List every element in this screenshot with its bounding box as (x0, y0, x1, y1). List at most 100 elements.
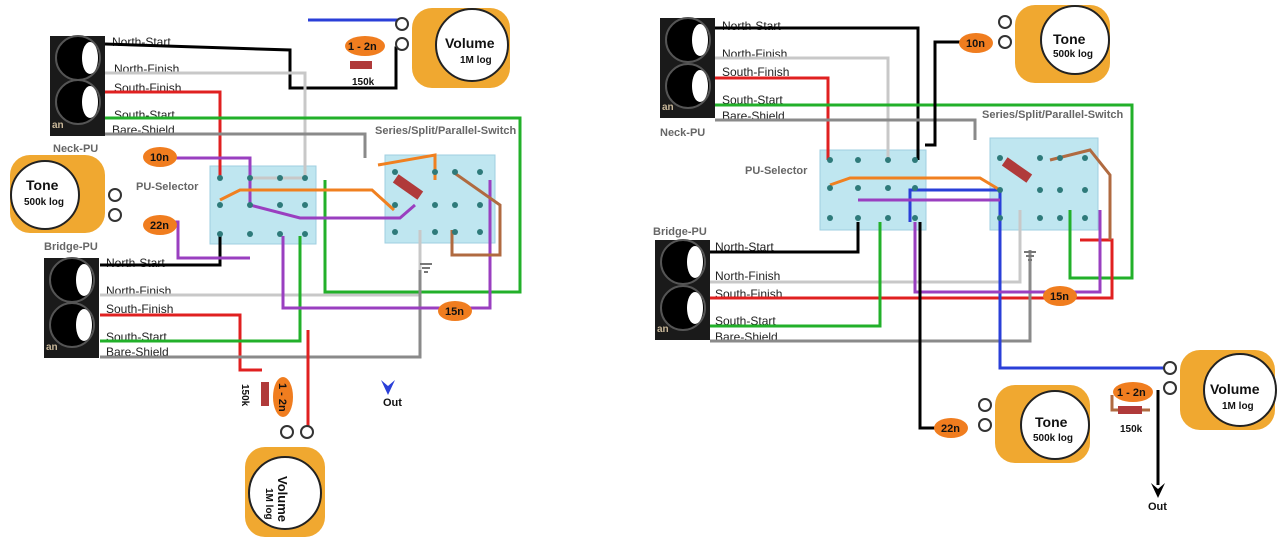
series-split-parallel-switch (384, 154, 496, 244)
cap-1-2n (273, 377, 293, 417)
wire-label: South-Start (114, 108, 175, 122)
pu-selector-label: PU-Selector (745, 165, 808, 177)
left-neck-pickup: an (50, 35, 105, 136)
coil-highlight (82, 86, 98, 118)
coil-highlight (76, 309, 92, 341)
pot-value: 500k log (1053, 49, 1093, 60)
wire-bare-shield (105, 132, 367, 158)
wire-label: South-Finish (106, 302, 173, 316)
pot-knob (1040, 5, 1110, 75)
cap-15n: 15n (1043, 286, 1077, 306)
cap-label: 10n (966, 38, 985, 50)
lug-icon (280, 425, 294, 439)
cap-label: 22n (150, 220, 169, 232)
pot-name: Tone (1035, 414, 1068, 430)
right-switch-lugs (827, 155, 1088, 221)
cap-22n: 22n (934, 418, 968, 438)
resistor-icon (350, 61, 372, 69)
coil-highlight (76, 264, 92, 296)
out-label: Out (1148, 501, 1167, 513)
wire-bridge-south-finish (710, 238, 1114, 300)
left-diagram: an North-Start North-Finish South-Finish… (10, 8, 522, 537)
wire-bridge-south-start (710, 222, 882, 328)
wire-label: North-Start (106, 256, 165, 270)
pot-name: Tone (26, 177, 59, 193)
pot-value: 500k log (24, 197, 64, 208)
neck-pu-label: Neck-PU (53, 143, 98, 155)
lug-icon (1163, 361, 1177, 375)
wire-bridge-bare (710, 250, 1032, 343)
lug-icon (395, 37, 409, 51)
switch-label: Series/Split/Parallel-Switch (982, 109, 1124, 121)
cap-10n: 10n (143, 147, 177, 167)
lug-icon (978, 398, 992, 412)
switch-resistor-icon (1001, 157, 1033, 183)
pot-name: Volume (445, 35, 495, 51)
lug-icon (998, 35, 1012, 49)
cap-1-2n (1113, 382, 1153, 402)
wire-bridge-south-start (100, 236, 302, 343)
lug-icon (300, 425, 314, 439)
wire-tone-bottom (918, 222, 940, 430)
right-tone-pot-bottom: Tone 500k log (978, 385, 1090, 463)
left-volume-pot-top: Volume 1M log 1 - 2n 150k (345, 8, 510, 88)
wire-bridge-north-start (710, 222, 860, 254)
magnet-text: an (46, 342, 58, 353)
pu-selector-label: PU-Selector (136, 181, 199, 193)
pot-knob (1203, 353, 1277, 427)
cap-15n: 15n (438, 301, 472, 321)
pot-knob (248, 456, 322, 530)
pot-name: Volume (275, 476, 290, 522)
wire-south-finish (105, 90, 222, 178)
lug-icon (1163, 381, 1177, 395)
right-tone-pot-top: Tone 500k log (998, 5, 1110, 83)
wire-bridge-north-start (100, 236, 222, 267)
pot-value: 1M log (263, 488, 274, 520)
out-label: Out (383, 397, 402, 409)
wire-tone-black (925, 40, 960, 147)
coil-highlight (692, 70, 708, 102)
wire-brown (1049, 148, 1112, 240)
coil-highlight (687, 292, 703, 324)
wire-label: North-Finish (715, 269, 780, 283)
resistor-label: 150k (352, 77, 375, 88)
lug-icon (978, 418, 992, 432)
ground-icon (1024, 251, 1036, 261)
cap-1-2n (345, 36, 385, 56)
cap-label: 15n (445, 306, 464, 318)
wire-south-finish (715, 76, 830, 160)
cap-label: 1 - 2n (276, 383, 288, 412)
ground-icon (420, 263, 432, 273)
bridge-pu-label: Bridge-PU (653, 226, 707, 238)
coil-highlight (687, 246, 703, 278)
cap-label: 1 - 2n (1117, 387, 1146, 399)
magnet-text: an (657, 324, 669, 335)
left-tone-pot: Tone 500k log (10, 155, 122, 233)
switch-label: Series/Split/Parallel-Switch (375, 125, 517, 137)
wire-purple (150, 156, 416, 220)
resistor-icon (1118, 406, 1142, 414)
resistor-icon (261, 382, 269, 406)
lug-icon (108, 188, 122, 202)
wire-label: North-Start (722, 19, 781, 33)
pot-value: 500k log (1033, 433, 1073, 444)
left-volume-pot-bottom: Volume 1M log 1 - 2n 150k (239, 377, 325, 537)
wire-brown (450, 170, 502, 257)
cap-label: 22n (941, 423, 960, 435)
magnet-text: an (52, 120, 64, 131)
coil-highlight (82, 42, 98, 74)
lug-icon (108, 208, 122, 222)
pot-knob (435, 8, 509, 82)
cap-10n: 10n (959, 33, 993, 53)
wire-purple-3 (281, 180, 492, 310)
right-diagram: an North-Start North-Finish South-Finish… (653, 5, 1277, 513)
wire-north-finish (715, 56, 890, 160)
wire-bridge-bare (100, 270, 422, 359)
resistor-label: 150k (239, 384, 250, 407)
pot-value: 1M log (1222, 401, 1254, 412)
magnet-text: an (662, 102, 674, 113)
out-arrow (1151, 483, 1165, 498)
pot-name: Tone (1053, 31, 1086, 47)
right-bridge-pickup: an (655, 239, 710, 340)
